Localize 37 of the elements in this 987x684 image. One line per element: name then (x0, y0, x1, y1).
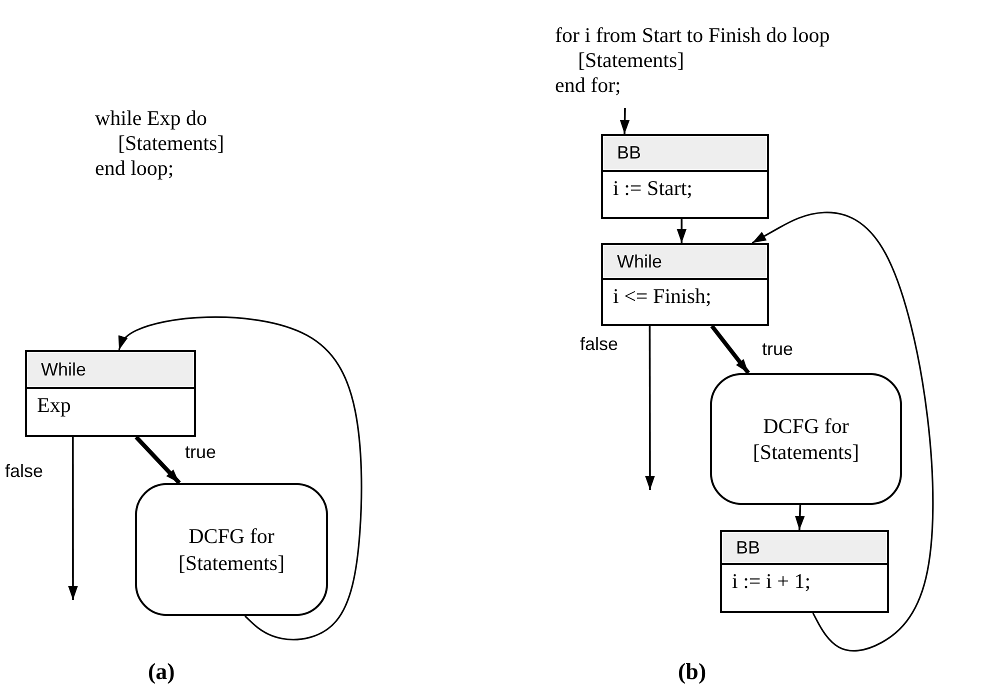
edge-label: false (580, 335, 618, 353)
block-statement: i <= Finish; (613, 284, 712, 309)
arrow (676, 219, 687, 243)
arrow (620, 108, 630, 134)
code-line: end for; (555, 75, 621, 96)
code-line: end loop; (95, 158, 174, 179)
basic-block-box (601, 134, 769, 219)
basic-block-box (25, 350, 196, 437)
block-header: BB (617, 142, 642, 164)
subgraph-box (135, 483, 328, 616)
subgraph-label: DCFG for [Statements] (752, 412, 860, 466)
loop-back-arrow (118, 316, 362, 640)
block-header: While (617, 251, 662, 272)
block-header: BB (736, 537, 760, 558)
basic-block-box (720, 530, 889, 613)
edge-label: true (762, 340, 794, 358)
arrow (134, 436, 181, 484)
basic-block-box (601, 243, 769, 326)
code-line: for i from Start to Finish do loop (555, 25, 830, 46)
block-statement: i := Start; (613, 176, 693, 201)
subgraph-label: DCFG for [Statements] (177, 523, 286, 576)
panel-caption: (a) (148, 660, 175, 683)
block-header: While (41, 359, 86, 380)
edge-label: false (5, 462, 44, 480)
arrow (794, 504, 805, 530)
subgraph-box (710, 373, 902, 505)
code-line: [Statements] (118, 133, 224, 154)
arrow (68, 437, 78, 600)
arrow (645, 326, 655, 490)
panel-caption: (b) (678, 660, 706, 683)
arrow (710, 324, 750, 374)
block-statement: Exp (37, 393, 71, 418)
block-statement: i := i + 1; (732, 569, 811, 594)
loop-back-arrow (752, 212, 934, 652)
code-line: while Exp do (95, 108, 207, 129)
code-line: [Statements] (578, 50, 684, 71)
edge-label: true (185, 443, 216, 461)
